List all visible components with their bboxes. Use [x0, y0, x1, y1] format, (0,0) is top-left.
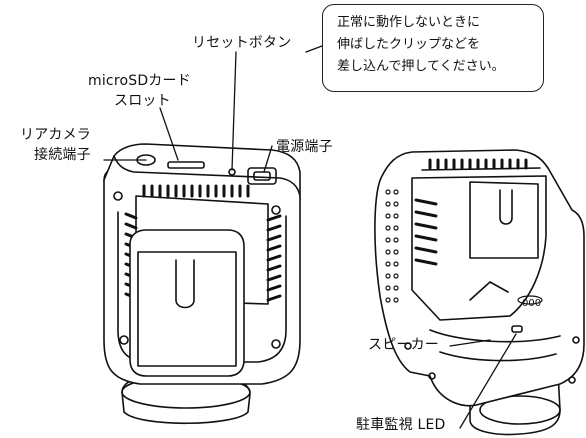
callout-line-2: 伸ばしたクリップなどを [337, 37, 481, 52]
reset-instruction-callout: 正常に動作しないときに 伸ばしたクリップなどを 差し込んで押してください。 [322, 4, 544, 92]
label-parking-led: 駐車監視 LED [356, 417, 446, 433]
callout-line-3: 差し込んで押してください。 [337, 59, 505, 74]
leader-power [263, 145, 273, 173]
label-microsd-slot-line2: スロット [114, 93, 171, 109]
leader-led [459, 333, 517, 429]
svg-text:000: 000 [522, 298, 541, 309]
label-microsd-slot-line1: microSDカード [88, 73, 191, 89]
label-power-terminal: 電源端子 [276, 139, 333, 155]
leader-microsd [159, 107, 179, 161]
label-reset-button: リセットボタン [192, 35, 292, 51]
leader-speaker [449, 339, 491, 347]
leader-lines [103, 45, 517, 429]
label-speaker: スピーカー [368, 337, 439, 353]
leader-reset [231, 51, 237, 171]
right-camera-body: 000 [374, 149, 585, 436]
label-rear-camera-line1: リアカメラ [20, 127, 91, 143]
leader-callout [305, 45, 323, 53]
callout-line-1: 正常に動作しないときに [337, 15, 481, 30]
label-rear-camera-line2: 接続端子 [34, 147, 91, 163]
left-camera-body [103, 143, 301, 425]
